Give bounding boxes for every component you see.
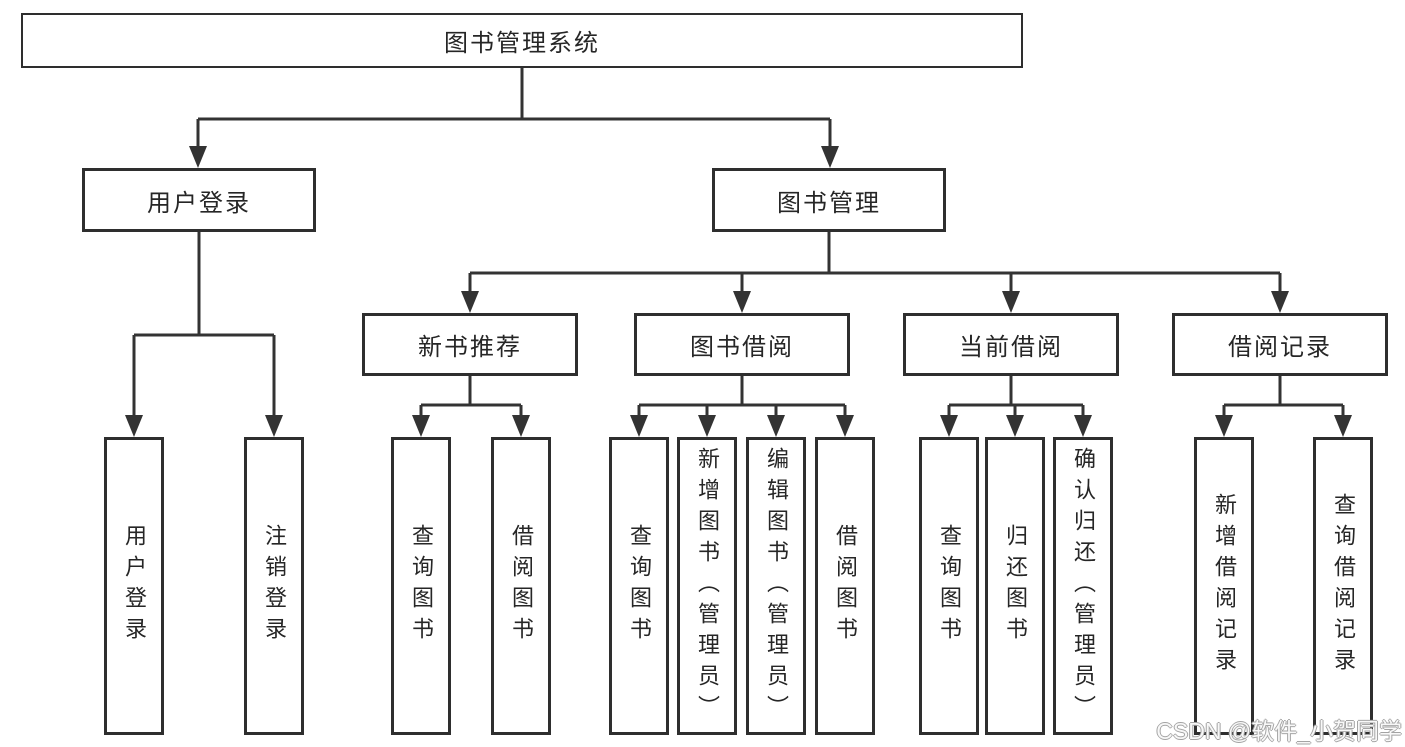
node-borrow-records: 借阅记录 xyxy=(1172,313,1388,376)
node-book-borrow: 图书借阅 xyxy=(634,313,850,376)
leaf-query-borrow-record: 查询借阅记录 xyxy=(1313,437,1373,735)
leaf-logout: 注销登录 xyxy=(244,437,304,735)
node-new-book-recommend: 新书推荐 xyxy=(362,313,578,376)
node-current-borrow: 当前借阅 xyxy=(903,313,1119,376)
leaf-edit-book-admin: 编辑图书（管理员） xyxy=(746,437,806,735)
leaf-add-book-admin: 新增图书（管理员） xyxy=(677,437,737,735)
csdn-watermark: CSDN @软件_小贺同学 xyxy=(1156,718,1402,744)
leaf-add-borrow-record: 新增借阅记录 xyxy=(1194,437,1254,735)
leaf-confirm-return-admin: 确认归还（管理员） xyxy=(1053,437,1113,735)
leaf-user-login: 用户登录 xyxy=(104,437,164,735)
leaf-return-book: 归还图书 xyxy=(985,437,1045,735)
leaf-query-books-current: 查询图书 xyxy=(919,437,979,735)
leaf-borrow-books-recommend: 借阅图书 xyxy=(491,437,551,735)
leaf-query-books-borrow: 查询图书 xyxy=(609,437,669,735)
node-book-management: 图书管理 xyxy=(712,168,946,232)
node-user-login: 用户登录 xyxy=(82,168,316,232)
arrowheads xyxy=(125,146,1352,437)
node-root: 图书管理系统 xyxy=(21,13,1023,68)
leaf-borrow-books: 借阅图书 xyxy=(815,437,875,735)
leaf-query-books-recommend: 查询图书 xyxy=(391,437,451,735)
